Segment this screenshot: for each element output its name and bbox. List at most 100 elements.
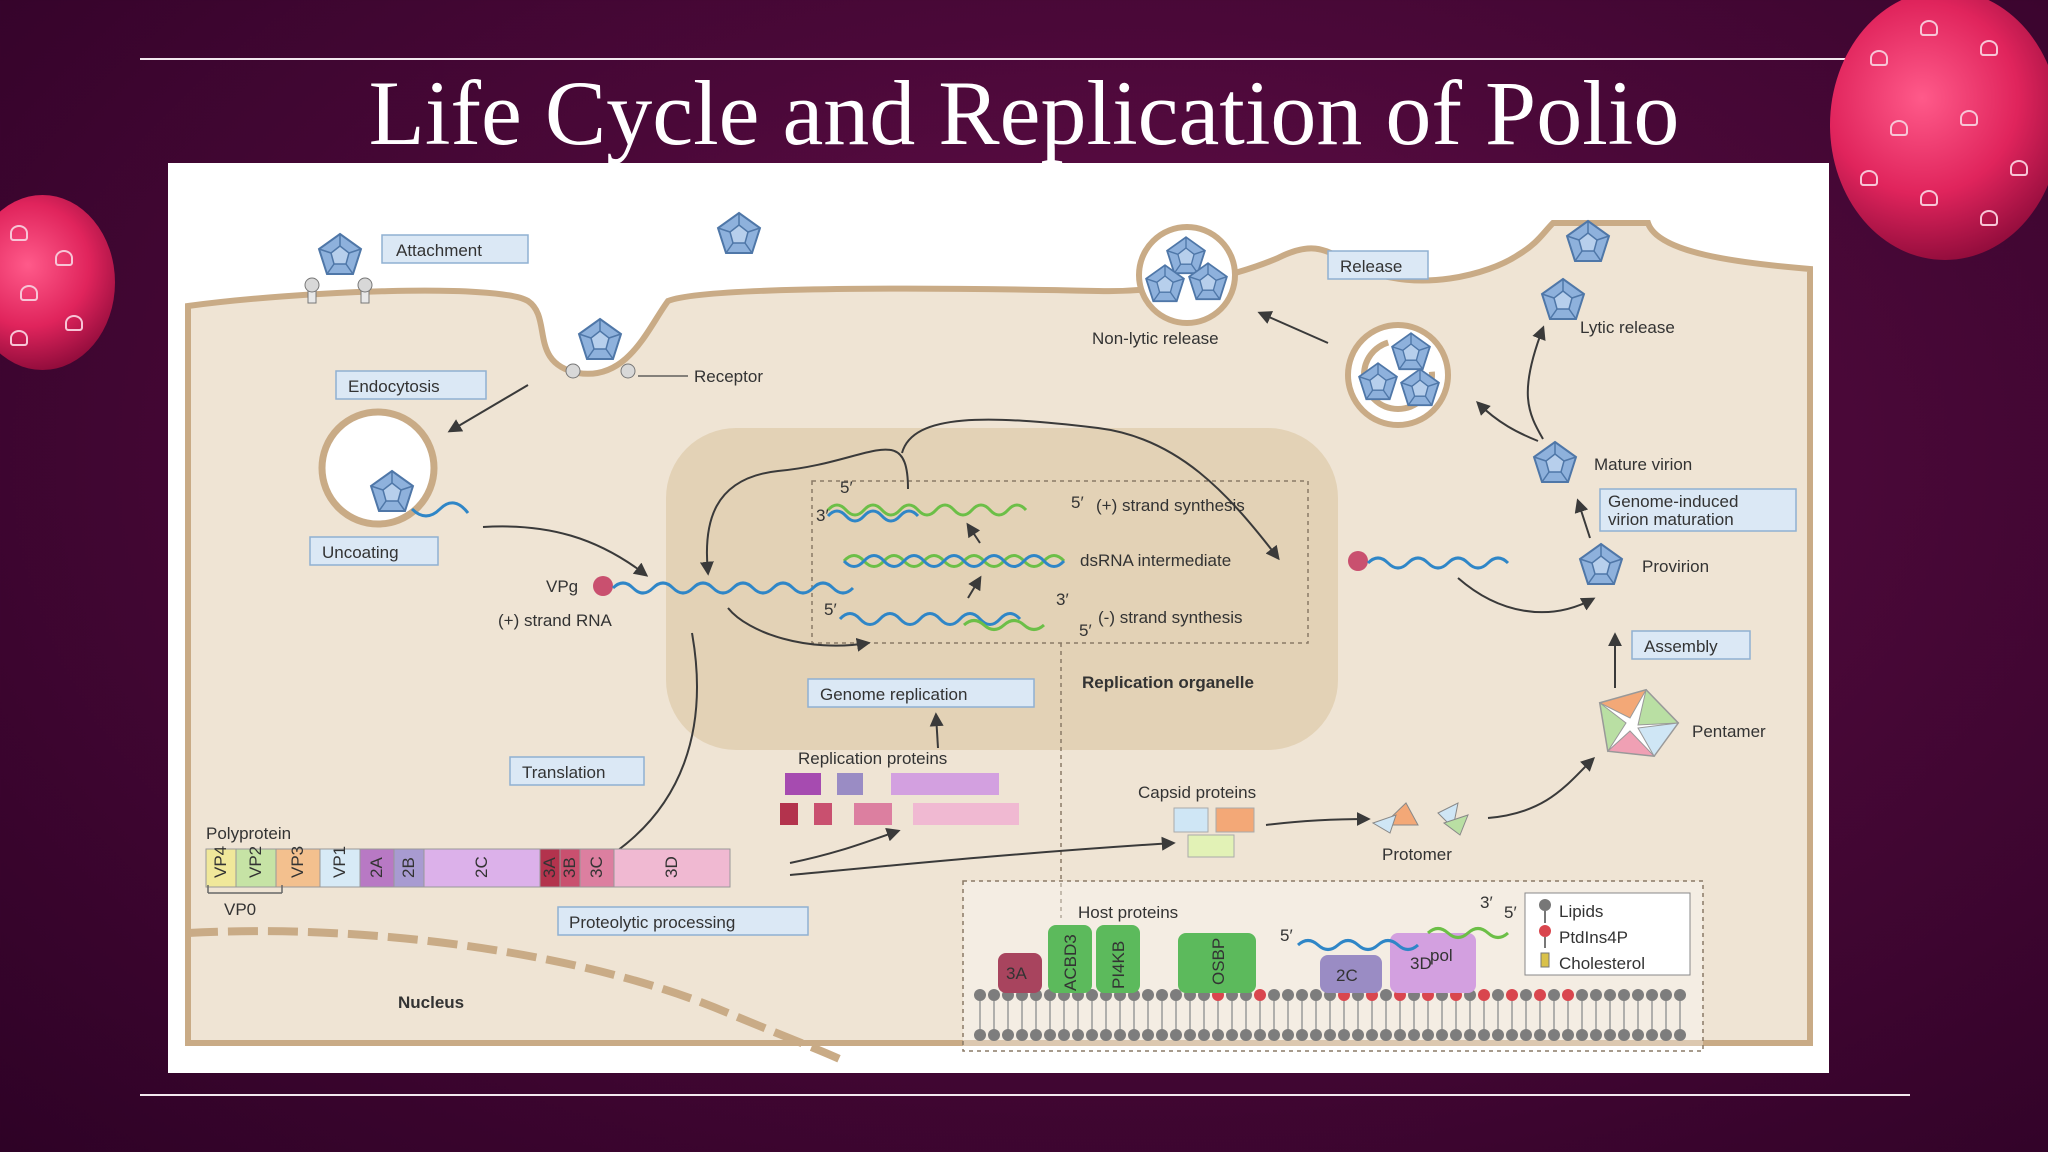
plus-strand-synthesis-green	[826, 503, 1028, 517]
lipid-head	[1016, 1029, 1028, 1041]
legend-box	[1524, 892, 1691, 976]
polyprotein-segment-label-2b: 2B	[399, 857, 418, 878]
five-prime-inset-right: 5′	[1504, 903, 1517, 922]
minus-strand-synthesis-label: (-) strand synthesis	[1098, 608, 1243, 627]
lipid-head	[1478, 1029, 1490, 1041]
ds-rna-intermediate-label: dsRNA intermediate	[1080, 551, 1231, 570]
attached-virion-icon	[304, 233, 373, 304]
lipid-head	[1450, 1029, 1462, 1041]
lipid-head	[1002, 1029, 1014, 1041]
host-protein-2c	[1320, 955, 1382, 993]
host-protein-acbd3	[1048, 925, 1092, 993]
released-vesicle-icon	[1136, 224, 1238, 326]
lipid-head	[1296, 989, 1308, 1001]
lipid-head	[1632, 989, 1644, 1001]
lipid-head	[1072, 1029, 1084, 1041]
polyprotein-segment-label-3a: 3A	[540, 857, 559, 878]
lipid-head	[1646, 989, 1658, 1001]
host-protein-label-pi4kb: PI4KB	[1109, 941, 1128, 989]
free-virion-icon	[717, 212, 761, 254]
polyprotein-segment-label-2a: 2A	[367, 857, 386, 878]
lipid-head	[1184, 1029, 1196, 1041]
polyprotein-segment-label-2c: 2C	[472, 856, 491, 878]
replication-dashed-box	[811, 480, 1309, 644]
lipid-head	[1198, 1029, 1210, 1041]
protomer-label: Protomer	[1382, 845, 1452, 864]
lipid-head	[1576, 989, 1588, 1001]
polyprotein-segment-2c	[423, 848, 541, 888]
polyprotein-segment-3c	[579, 848, 615, 888]
host-protein-label-osbp: OSBP	[1209, 938, 1228, 985]
lipid-head	[1380, 989, 1392, 1001]
lipid-head	[988, 989, 1000, 1001]
proteolytic-processing-label: Proteolytic processing	[569, 913, 735, 932]
polyprotein-segment-vp1	[319, 848, 361, 888]
host-protein-label-3a: 3A	[1006, 964, 1027, 983]
rep-protein-3b	[814, 803, 832, 825]
slide-title: Life Cycle and Replication of Polio	[368, 62, 1680, 164]
capsid-vp1	[1173, 807, 1209, 833]
lipid-head	[1506, 1029, 1518, 1041]
host-protein-label-acbd3: ACBD3	[1061, 934, 1080, 991]
pentamer-label: Pentamer	[1692, 722, 1766, 741]
uncoating-label: Uncoating	[322, 543, 399, 562]
polyprotein-segment-label-vp1: VP1	[330, 846, 349, 878]
rep-protein-2b	[837, 773, 863, 795]
lipid-head	[1268, 1029, 1280, 1041]
lytic-release-label: Lytic release	[1580, 318, 1675, 337]
cholesterol-legend-icon	[1540, 952, 1550, 968]
lipid-head	[1436, 1029, 1448, 1041]
lipid-head	[988, 1029, 1000, 1041]
lipid-head	[1100, 1029, 1112, 1041]
replication-organelle-label: Replication organelle	[1082, 673, 1254, 692]
top-rule	[140, 58, 1910, 60]
lipid-legend-icon	[1539, 899, 1551, 923]
nucleus-label: Nucleus	[398, 993, 464, 1012]
rep-protein-2c	[785, 773, 821, 795]
ds-rna-green	[842, 554, 1066, 568]
lipid-head	[1590, 1029, 1602, 1041]
polyprotein-segment-label-3d: 3D	[662, 856, 681, 878]
lipid-head	[1646, 1029, 1658, 1041]
virus-decoration-left-icon	[0, 195, 115, 370]
vpg-label: VPg	[546, 577, 578, 596]
attachment-label: Attachment	[396, 241, 482, 260]
plus-strand-rna	[611, 581, 855, 595]
vp0-label: VP0	[224, 900, 256, 919]
lipid-head	[1422, 1029, 1434, 1041]
lipid-head	[1562, 989, 1574, 1001]
vpg-icon	[593, 576, 613, 596]
polyprotein-segment-label-3b: 3B	[560, 857, 579, 878]
lipid-head	[1520, 989, 1532, 1001]
rep-protein-3c	[854, 803, 892, 825]
polyprotein-segment-label-vp4: VP4	[211, 846, 230, 878]
lipid-head	[1660, 1029, 1672, 1041]
lipid-head	[1604, 1029, 1616, 1041]
polyprotein-segment-label-vp3: VP3	[288, 846, 307, 878]
life-cycle-diagram: Nucleus Attachment Receptor Endocytosis …	[168, 163, 1829, 1073]
polyprotein-segment-label-vp2: VP2	[246, 846, 265, 878]
lipid-head	[1268, 989, 1280, 1001]
lipid-head	[1240, 1029, 1252, 1041]
host-protein-superscript-pol: pol	[1430, 946, 1453, 965]
polyprotein-segment-2b	[393, 848, 425, 888]
five-prime-bottom-right: 5′	[1079, 621, 1092, 640]
release-label: Release	[1340, 257, 1402, 276]
lipid-head	[1254, 989, 1266, 1001]
five-prime-top: 5′	[840, 478, 853, 497]
lipid-head	[1674, 1029, 1686, 1041]
provirion-label: Provirion	[1642, 557, 1709, 576]
lipid-head	[1548, 989, 1560, 1001]
lipid-head	[1548, 1029, 1560, 1041]
nucleus-envelope	[187, 927, 850, 1067]
polyprotein-label: Polyprotein	[206, 824, 291, 843]
lipid-head	[1114, 1029, 1126, 1041]
lipid-head	[1338, 1029, 1350, 1041]
lipid-head	[1212, 1029, 1224, 1041]
lipid-head	[1632, 1029, 1644, 1041]
host-proteins-label: Host proteins	[1078, 903, 1178, 922]
genome-induced-label-1: Genome-induced	[1608, 492, 1738, 511]
host-protein-3a	[998, 953, 1042, 993]
ptdins4p-legend-label: PtdIns4P	[1559, 928, 1628, 947]
